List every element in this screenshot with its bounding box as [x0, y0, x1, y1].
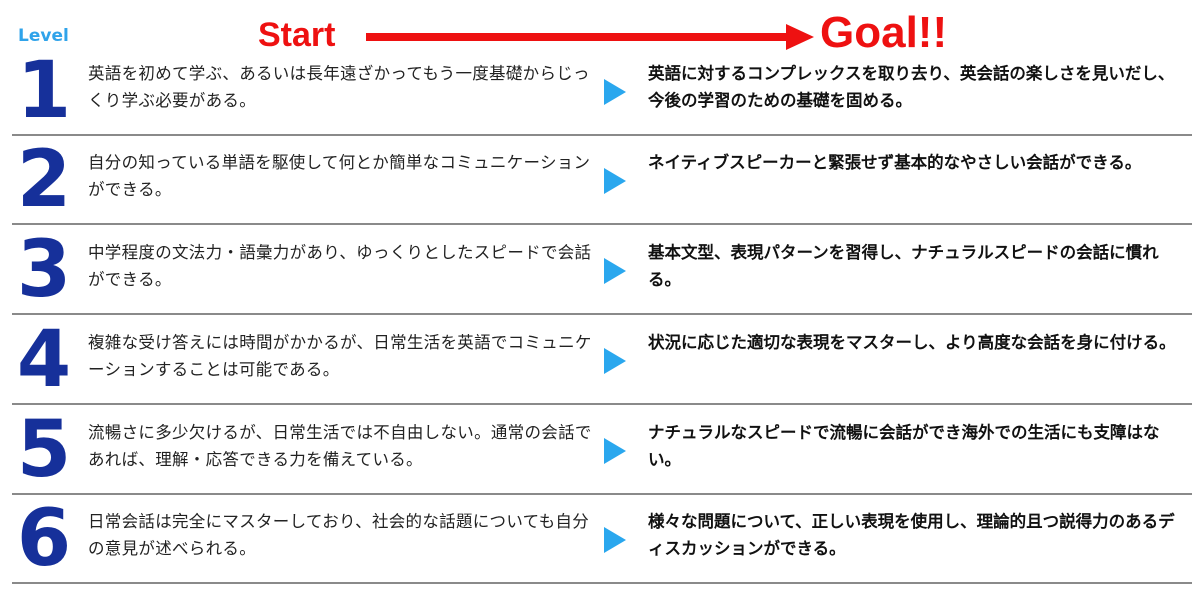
row-divider [12, 582, 1192, 584]
level-row-1: 1 英語を初めて学ぶ、あるいは長年遠ざかってもう一度基礎からじっくり学ぶ必要があ… [0, 46, 1200, 136]
level-start-description: 複雑な受け答えには時間がかかるが、日常生活を英語でコミュニケーションすることは可… [88, 333, 592, 379]
level-row-5: 5 流暢さに多少欠けるが、日常生活では不自由しない。通常の会話であれば、理解・応… [0, 405, 1200, 495]
play-triangle-icon [604, 348, 626, 374]
goal-label: Goal!! [820, 8, 948, 57]
level-header-label: Level [18, 26, 69, 46]
play-triangle-icon [604, 258, 626, 284]
row-divider [12, 493, 1192, 495]
level-row-4: 4 複雑な受け答えには時間がかかるが、日常生活を英語でコミュニケーションすること… [0, 315, 1200, 405]
play-triangle-icon [604, 168, 626, 194]
level-number: 5 [16, 405, 72, 495]
level-start-description: 英語を初めて学ぶ、あるいは長年遠ざかってもう一度基礎からじっくり学ぶ必要がある。 [88, 64, 590, 110]
level-goal-description: 状況に応じた適切な表現をマスターし、より高度な会話を身に付ける。 [648, 333, 1176, 352]
row-divider [12, 134, 1192, 136]
level-goal-description: 英語に対するコンプレックスを取り去り、英会話の楽しさを見いだし、今後の学習のため… [648, 64, 1175, 110]
level-start-description: 中学程度の文法力・語彙力があり、ゆっくりとしたスピードで会話ができる。 [88, 243, 592, 289]
level-number: 1 [16, 46, 72, 136]
level-number: 6 [16, 494, 72, 584]
level-row-2: 2 自分の知っている単語を駆使して何とか簡単なコミュニケーションができる。 ネイ… [0, 135, 1200, 225]
level-number: 3 [16, 225, 72, 315]
play-triangle-icon [604, 527, 626, 553]
level-start-description: 自分の知っている単語を駆使して何とか簡単なコミュニケーションができる。 [88, 153, 591, 199]
level-number: 2 [16, 135, 72, 225]
row-divider [12, 403, 1192, 405]
level-goal-description: ナチュラルなスピードで流暢に会話ができ海外での生活にも支障はない。 [648, 423, 1160, 469]
play-triangle-icon [604, 79, 626, 105]
play-triangle-icon [604, 438, 626, 464]
level-goal-description: 基本文型、表現パターンを習得し、ナチュラルスピードの会話に慣れる。 [648, 243, 1159, 289]
row-divider [12, 313, 1192, 315]
level-row-6: 6 日常会話は完全にマスターしており、社会的な話題についても自分の意見が述べられ… [0, 494, 1200, 584]
row-divider [12, 223, 1192, 225]
level-row-3: 3 中学程度の文法力・語彙力があり、ゆっくりとしたスピードで会話ができる。 基本… [0, 225, 1200, 315]
start-to-goal-arrow-icon [366, 24, 814, 50]
level-goal-description: 様々な問題について、正しい表現を使用し、理論的且つ説得力のあるディスカッションが… [648, 512, 1175, 558]
level-start-description: 流暢さに多少欠けるが、日常生活では不自由しない。通常の会話であれば、理解・応答で… [88, 423, 592, 469]
level-goal-description: ネイティブスピーカーと緊張せず基本的なやさしい会話ができる。 [648, 153, 1142, 172]
level-number: 4 [16, 315, 72, 405]
level-start-description: 日常会話は完全にマスターしており、社会的な話題についても自分の意見が述べられる。 [88, 512, 590, 558]
start-label: Start [258, 16, 336, 54]
